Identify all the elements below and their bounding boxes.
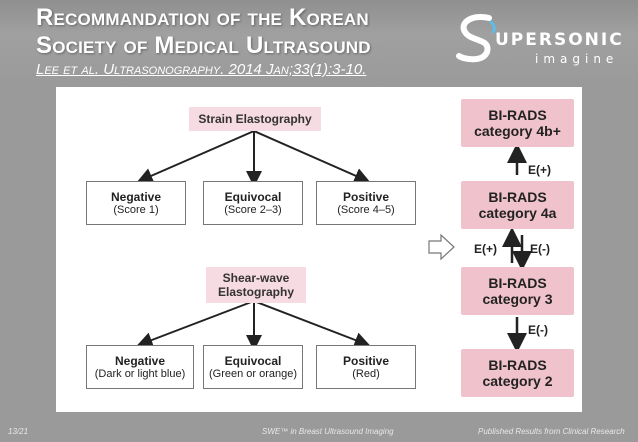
supersonic-s-logo-icon: [456, 14, 496, 63]
shear-wave-elastography-label: Shear-wave Elastography: [206, 267, 306, 303]
label-e-neg-bottom: E(-): [528, 323, 548, 337]
birads-2-box: BI-RADS category 2: [461, 349, 574, 397]
birads-4a-box: BI-RADS category 4a: [461, 181, 574, 229]
shear-wave-label-line2: Elastography: [217, 285, 295, 299]
birads-3-line1: BI-RADS: [488, 275, 547, 291]
supersonic-logo: UPERSONIC imagine: [455, 12, 622, 70]
label-e-pos-mid: E(+): [474, 242, 498, 256]
strain-positive-box: Positive (Score 4–5): [316, 181, 416, 225]
strain-arrow-negative: [136, 130, 255, 184]
flow-arrows: [136, 130, 532, 353]
strain-negative-score: (Score 1): [113, 204, 159, 216]
shear-positive-title: Positive: [342, 354, 390, 368]
citation-link[interactable]: Lee et al. Ultrasonography. 2014 Jan;33(…: [36, 61, 367, 78]
header-bar: Recommandation of the Korean Society of …: [0, 0, 638, 86]
shear-positive-color: (Red): [352, 368, 380, 380]
birads-4b-box: BI-RADS category 4b+: [461, 99, 574, 147]
strain-elastography-label: Strain Elastography: [189, 107, 321, 131]
birads-4b-line2: category 4b+: [474, 123, 561, 139]
shear-equivocal-title: Equivocal: [224, 354, 282, 368]
birads-4a-line2: category 4a: [478, 205, 557, 221]
shear-negative-color: (Dark or light blue): [94, 368, 186, 380]
shear-equivocal-box: Equivocal (Green or orange): [203, 345, 303, 389]
strain-positive-score: (Score 4–5): [337, 204, 395, 216]
diagram-panel: Strain Elastography Negative (Score 1) E…: [56, 87, 582, 412]
shear-arrow-negative: [136, 300, 255, 348]
strain-arrow-positive: [253, 130, 371, 184]
logo-wordmark: UPERSONIC: [495, 30, 624, 50]
logo-subtitle: imagine: [535, 52, 619, 66]
label-e-pos-top: E(+): [528, 163, 552, 177]
shear-wave-label-line1: Shear-wave: [222, 271, 290, 285]
shear-arrow-positive: [253, 300, 371, 348]
shear-negative-title: Negative: [114, 354, 166, 368]
birads-2-line2: category 2: [482, 373, 553, 389]
strain-equivocal-title: Equivocal: [224, 190, 282, 204]
footer-center-text: SWE™ in Breast Ultrasound Imaging: [262, 427, 394, 436]
shear-negative-box: Negative (Dark or light blue): [86, 345, 194, 389]
birads-4b-line1: BI-RADS: [488, 107, 547, 123]
strain-positive-title: Positive: [342, 190, 390, 204]
label-e-neg-mid: E(-): [530, 242, 550, 256]
title-line-1: Recommandation of the Korean: [36, 4, 369, 31]
footer-page-number: 13/21: [8, 427, 29, 436]
birads-4a-line1: BI-RADS: [488, 189, 547, 205]
hollow-right-arrow-icon: [428, 233, 455, 261]
title-line-2: Society of Medical Ultrasound: [36, 32, 371, 59]
birads-2-line1: BI-RADS: [488, 357, 547, 373]
strain-negative-title: Negative: [110, 190, 162, 204]
birads-3-box: BI-RADS category 3: [461, 267, 574, 315]
birads-3-line2: category 3: [482, 291, 553, 307]
shear-equivocal-color: (Green or orange): [208, 368, 298, 380]
shear-positive-box: Positive (Red): [316, 345, 416, 389]
strain-equivocal-score: (Score 2–3): [224, 204, 282, 216]
footer-right-text: Published Results from Clinical Research: [478, 427, 625, 436]
strain-negative-box: Negative (Score 1): [86, 181, 186, 225]
strain-equivocal-box: Equivocal (Score 2–3): [203, 181, 303, 225]
